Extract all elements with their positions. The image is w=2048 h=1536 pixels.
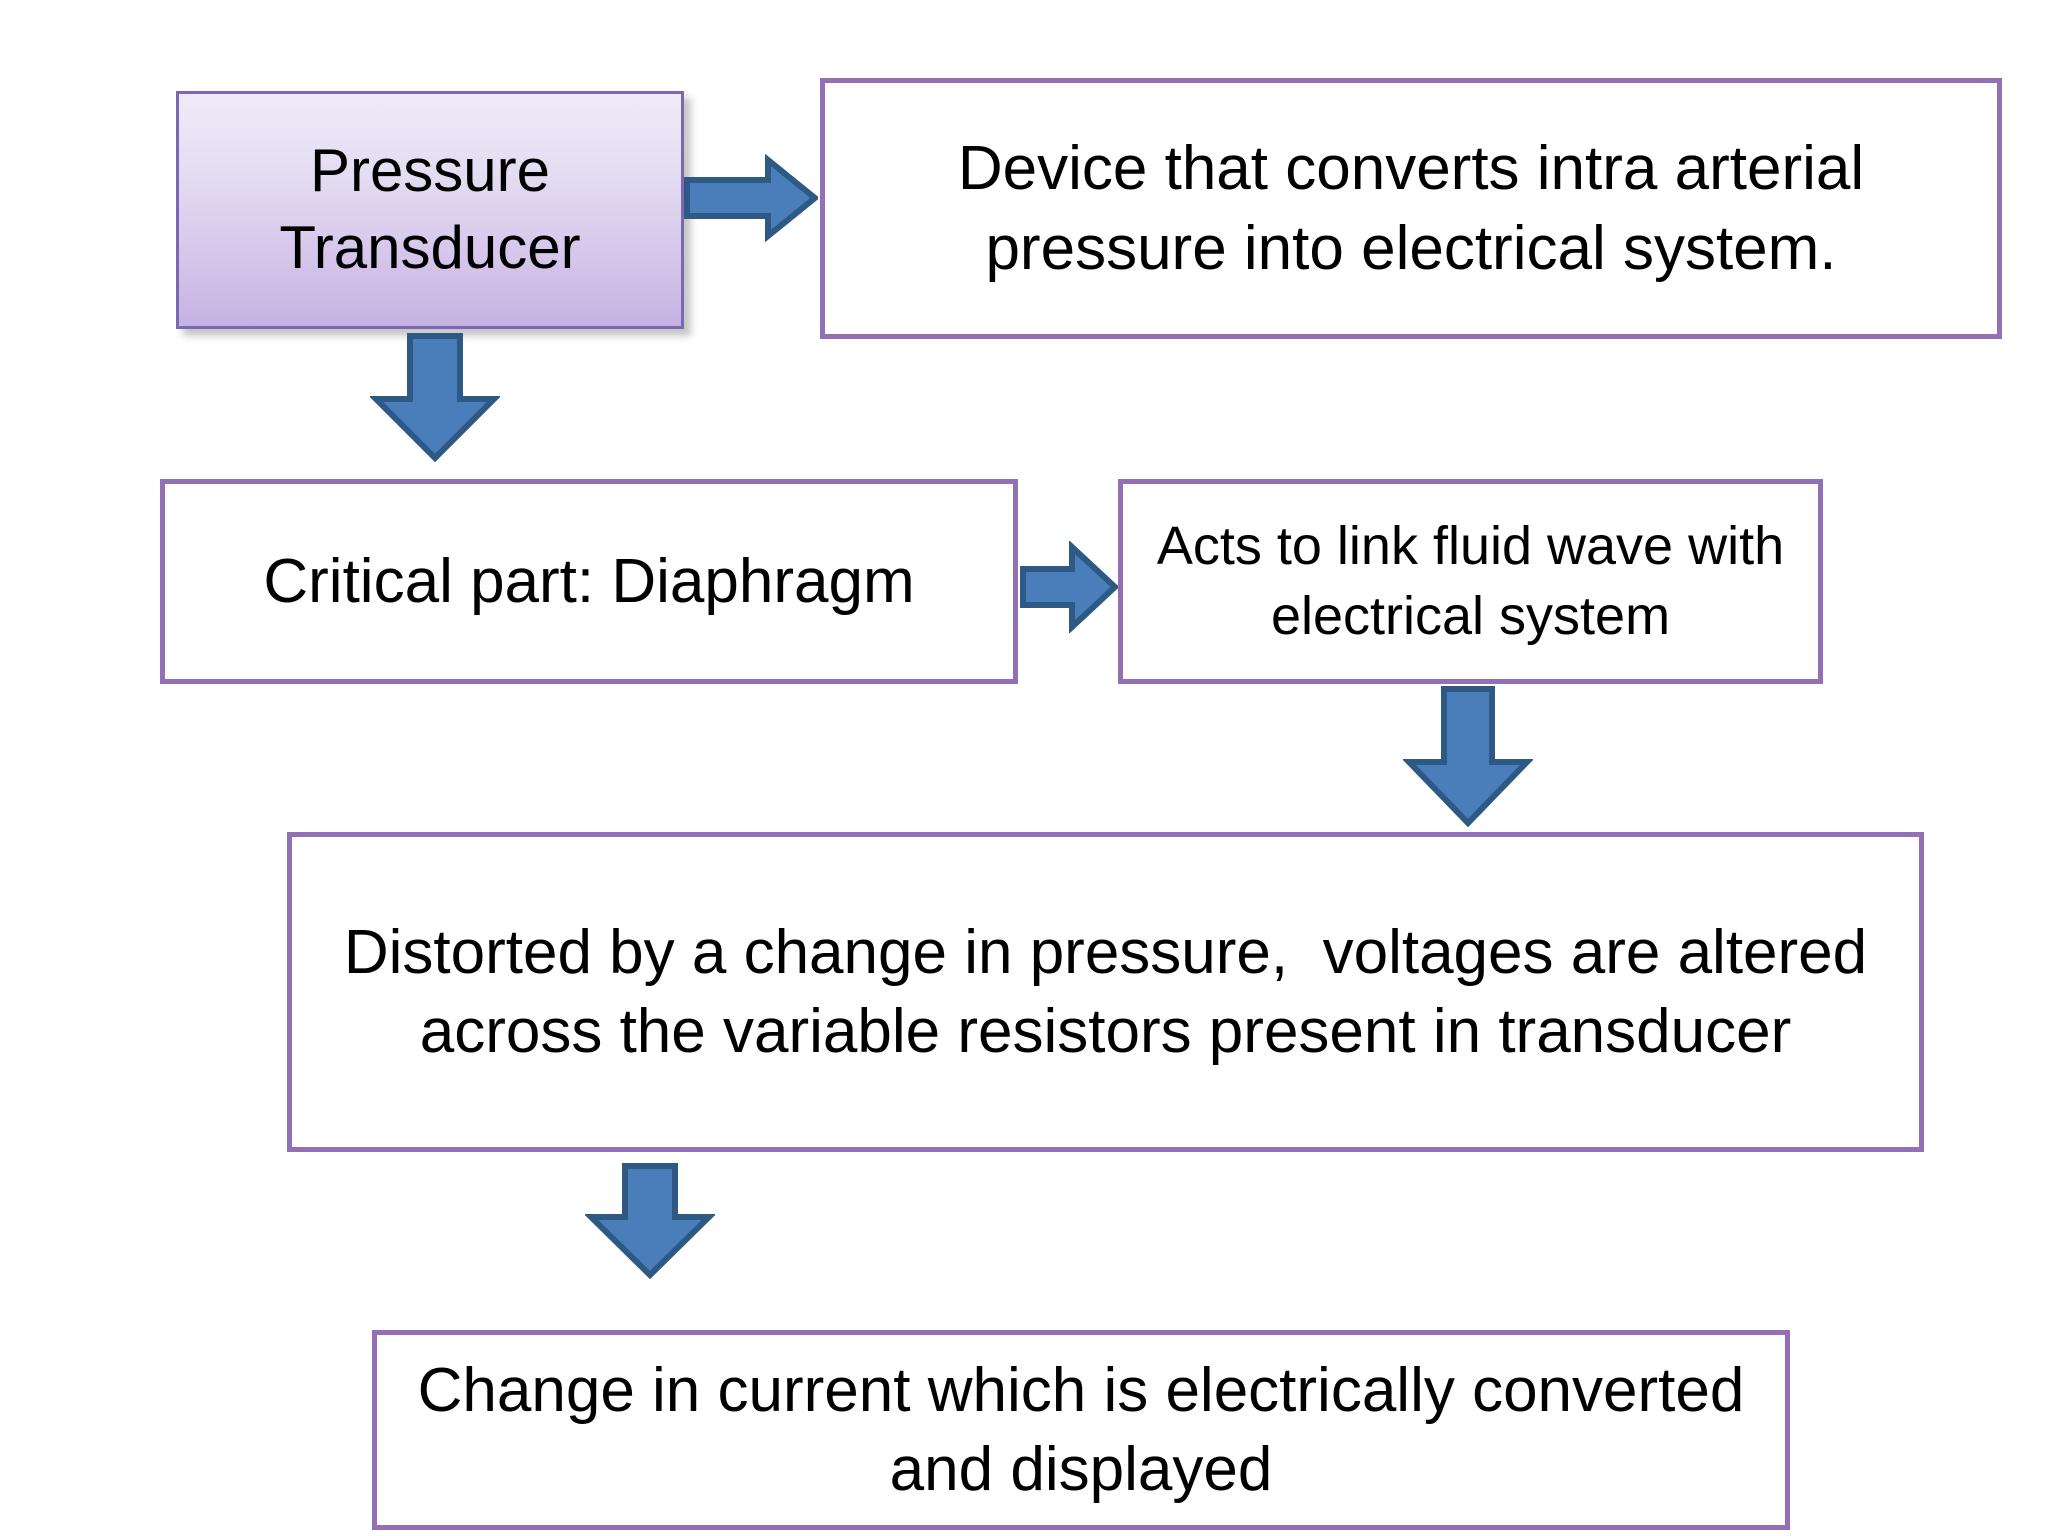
arrow-transducer-to-definition	[684, 154, 818, 242]
arrow-transducer-to-critical-part	[370, 333, 500, 462]
node-pressure-transducer[interactable]: Pressure Transducer	[176, 91, 684, 329]
node-distorted-by-change[interactable]: Distorted by a change in pressure, volta…	[287, 832, 1924, 1152]
node-device-definition-label: Device that converts intra arterial pres…	[957, 134, 1882, 283]
node-change-in-current-label: Change in current which is electrically …	[417, 1355, 1762, 1504]
node-device-definition[interactable]: Device that converts intra arterial pres…	[820, 78, 2002, 339]
node-acts-to-link-label: Acts to link fluid wave with electrical …	[1156, 516, 1800, 646]
arrow-distorted-to-change-in-current	[585, 1163, 715, 1279]
arrow-acts-to-link-to-distorted	[1403, 686, 1533, 827]
node-acts-to-link[interactable]: Acts to link fluid wave with electrical …	[1118, 479, 1823, 684]
node-change-in-current[interactable]: Change in current which is electrically …	[372, 1330, 1790, 1530]
arrow-critical-part-to-acts-to-link	[1020, 541, 1118, 633]
node-critical-part-label: Critical part: Diaphragm	[263, 546, 915, 616]
node-distorted-by-change-label: Distorted by a change in pressure, volta…	[343, 917, 1885, 1066]
node-critical-part[interactable]: Critical part: Diaphragm	[160, 479, 1018, 684]
node-pressure-transducer-label: Pressure Transducer	[279, 137, 581, 281]
